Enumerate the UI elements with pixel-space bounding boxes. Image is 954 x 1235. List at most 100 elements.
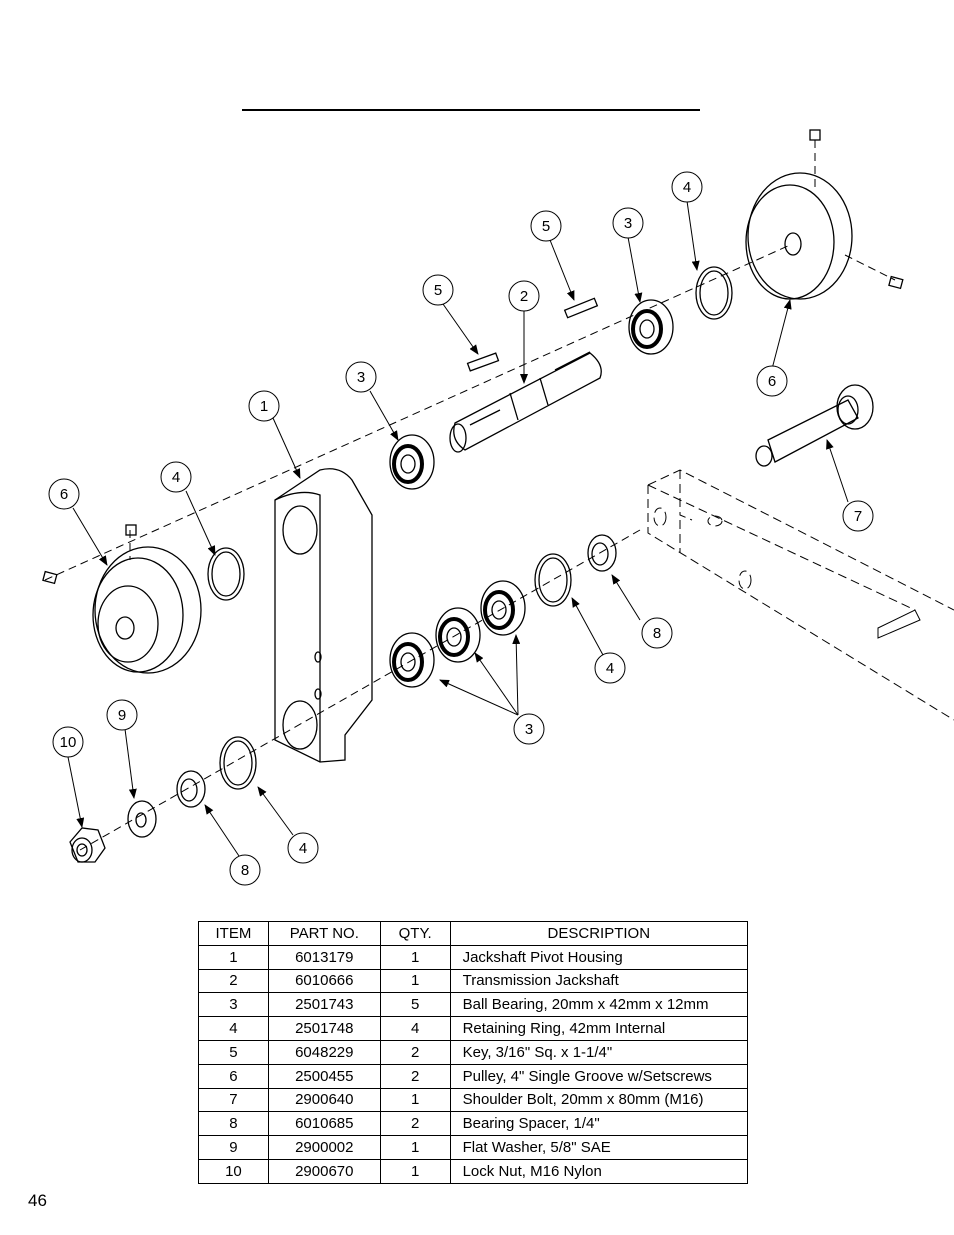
cell-qty: 1 xyxy=(379,1087,451,1113)
pivot-housing xyxy=(274,468,373,763)
cell-qty: 2 xyxy=(379,1063,451,1089)
flat-washer xyxy=(127,800,157,838)
cell-part-no: 6010685 xyxy=(267,1111,381,1137)
table-header-row: ITEM PART NO. QTY. DESCRIPTION xyxy=(198,921,749,946)
callout-1: 1 xyxy=(248,390,280,422)
cell-part-no: 2501743 xyxy=(267,992,381,1018)
cell-item: 6 xyxy=(198,1063,269,1089)
header-description: DESCRIPTION xyxy=(449,921,749,946)
callout-label: 3 xyxy=(357,369,365,386)
cell-description: Shoulder Bolt, 20mm x 80mm (M16) xyxy=(449,1087,749,1113)
cell-part-no: 2900670 xyxy=(267,1158,381,1184)
callout-4: 4 xyxy=(594,652,626,684)
cell-description: Pulley, 4" Single Groove w/Setscrews xyxy=(449,1063,749,1089)
callout-label: 5 xyxy=(542,218,550,235)
bearing-lower-1 xyxy=(389,632,435,688)
callout-label: 4 xyxy=(606,660,614,677)
cell-part-no: 6013179 xyxy=(267,944,381,970)
pulley-right xyxy=(745,129,904,300)
cell-item: 1 xyxy=(198,944,269,970)
cell-description: Ball Bearing, 20mm x 42mm x 12mm xyxy=(449,992,749,1018)
callout-4: 4 xyxy=(671,171,703,203)
cell-part-no: 2900002 xyxy=(267,1135,381,1160)
callout-label: 7 xyxy=(854,508,862,525)
lock-nut xyxy=(69,827,106,863)
cell-qty: 1 xyxy=(379,1135,451,1160)
callout-label: 8 xyxy=(241,862,249,879)
centerline-upper xyxy=(44,244,791,581)
cell-description: Flat Washer, 5/8" SAE xyxy=(449,1135,749,1160)
cell-qty: 5 xyxy=(379,992,451,1018)
cell-part-no: 2500455 xyxy=(267,1063,381,1089)
bearing-lower-2 xyxy=(435,607,481,663)
cell-description: Bearing Spacer, 1/4" xyxy=(449,1111,749,1137)
callout-2: 2 xyxy=(508,280,540,312)
cell-part-no: 6048229 xyxy=(267,1039,381,1065)
cell-item: 7 xyxy=(198,1087,269,1113)
cell-description: Jackshaft Pivot Housing xyxy=(449,944,749,970)
key-left xyxy=(466,352,500,372)
callout-label: 1 xyxy=(260,398,268,415)
centerline-lower xyxy=(79,529,641,851)
cell-part-no: 2501748 xyxy=(267,1016,381,1041)
callout-6: 6 xyxy=(756,365,788,397)
retaining-ring-upper-right xyxy=(695,266,733,320)
frame-rail xyxy=(647,469,954,721)
retaining-ring-lower-right xyxy=(534,553,572,607)
cell-item: 5 xyxy=(198,1039,269,1065)
title-rule xyxy=(242,109,700,111)
callout-label: 3 xyxy=(624,215,632,232)
cell-item: 4 xyxy=(198,1016,269,1041)
cell-description: Retaining Ring, 42mm Internal xyxy=(449,1016,749,1041)
cell-description: Key, 3/16" Sq. x 1-1/4" xyxy=(449,1039,749,1065)
bearing-lower-3 xyxy=(480,580,526,636)
callout-3: 3 xyxy=(612,207,644,239)
cell-qty: 4 xyxy=(379,1016,451,1041)
callout-label: 4 xyxy=(172,469,180,486)
cell-part-no: 6010666 xyxy=(267,968,381,994)
header-part-no: PART NO. xyxy=(267,921,381,946)
callout-4: 4 xyxy=(287,832,319,864)
cell-item: 8 xyxy=(198,1111,269,1137)
callout-label: 5 xyxy=(434,282,442,299)
key-right xyxy=(563,297,599,319)
cell-item: 10 xyxy=(198,1158,269,1184)
spacer-left xyxy=(176,770,206,808)
cell-qty: 1 xyxy=(379,968,451,994)
callout-label: 9 xyxy=(118,707,126,724)
callout-label: 8 xyxy=(653,625,661,642)
cell-description: Lock Nut, M16 Nylon xyxy=(449,1158,749,1184)
cell-part-no: 2900640 xyxy=(267,1087,381,1113)
retaining-ring-left-upper xyxy=(207,547,245,601)
jackshaft xyxy=(449,351,602,453)
callout-label: 6 xyxy=(768,373,776,390)
callout-3: 3 xyxy=(345,361,377,393)
callout-5: 5 xyxy=(422,274,454,306)
callout-7: 7 xyxy=(842,500,874,532)
cell-item: 9 xyxy=(198,1135,269,1160)
callout-label: 2 xyxy=(520,288,528,305)
cell-description: Transmission Jackshaft xyxy=(449,968,749,994)
header-item: ITEM xyxy=(198,921,269,946)
callout-label: 4 xyxy=(683,179,691,196)
callout-label: 3 xyxy=(525,721,533,738)
bearing-upper-left xyxy=(389,434,435,490)
callout-10: 10 xyxy=(52,726,84,758)
callout-label: 10 xyxy=(60,734,77,751)
pulley-left xyxy=(42,524,202,674)
shoulder-bolt xyxy=(755,384,874,467)
callout-5: 5 xyxy=(530,210,562,242)
cell-qty: 2 xyxy=(379,1111,451,1137)
page-number: 46 xyxy=(28,1191,47,1210)
header-qty: QTY. xyxy=(379,921,451,946)
retaining-ring-lower-left xyxy=(219,736,257,790)
